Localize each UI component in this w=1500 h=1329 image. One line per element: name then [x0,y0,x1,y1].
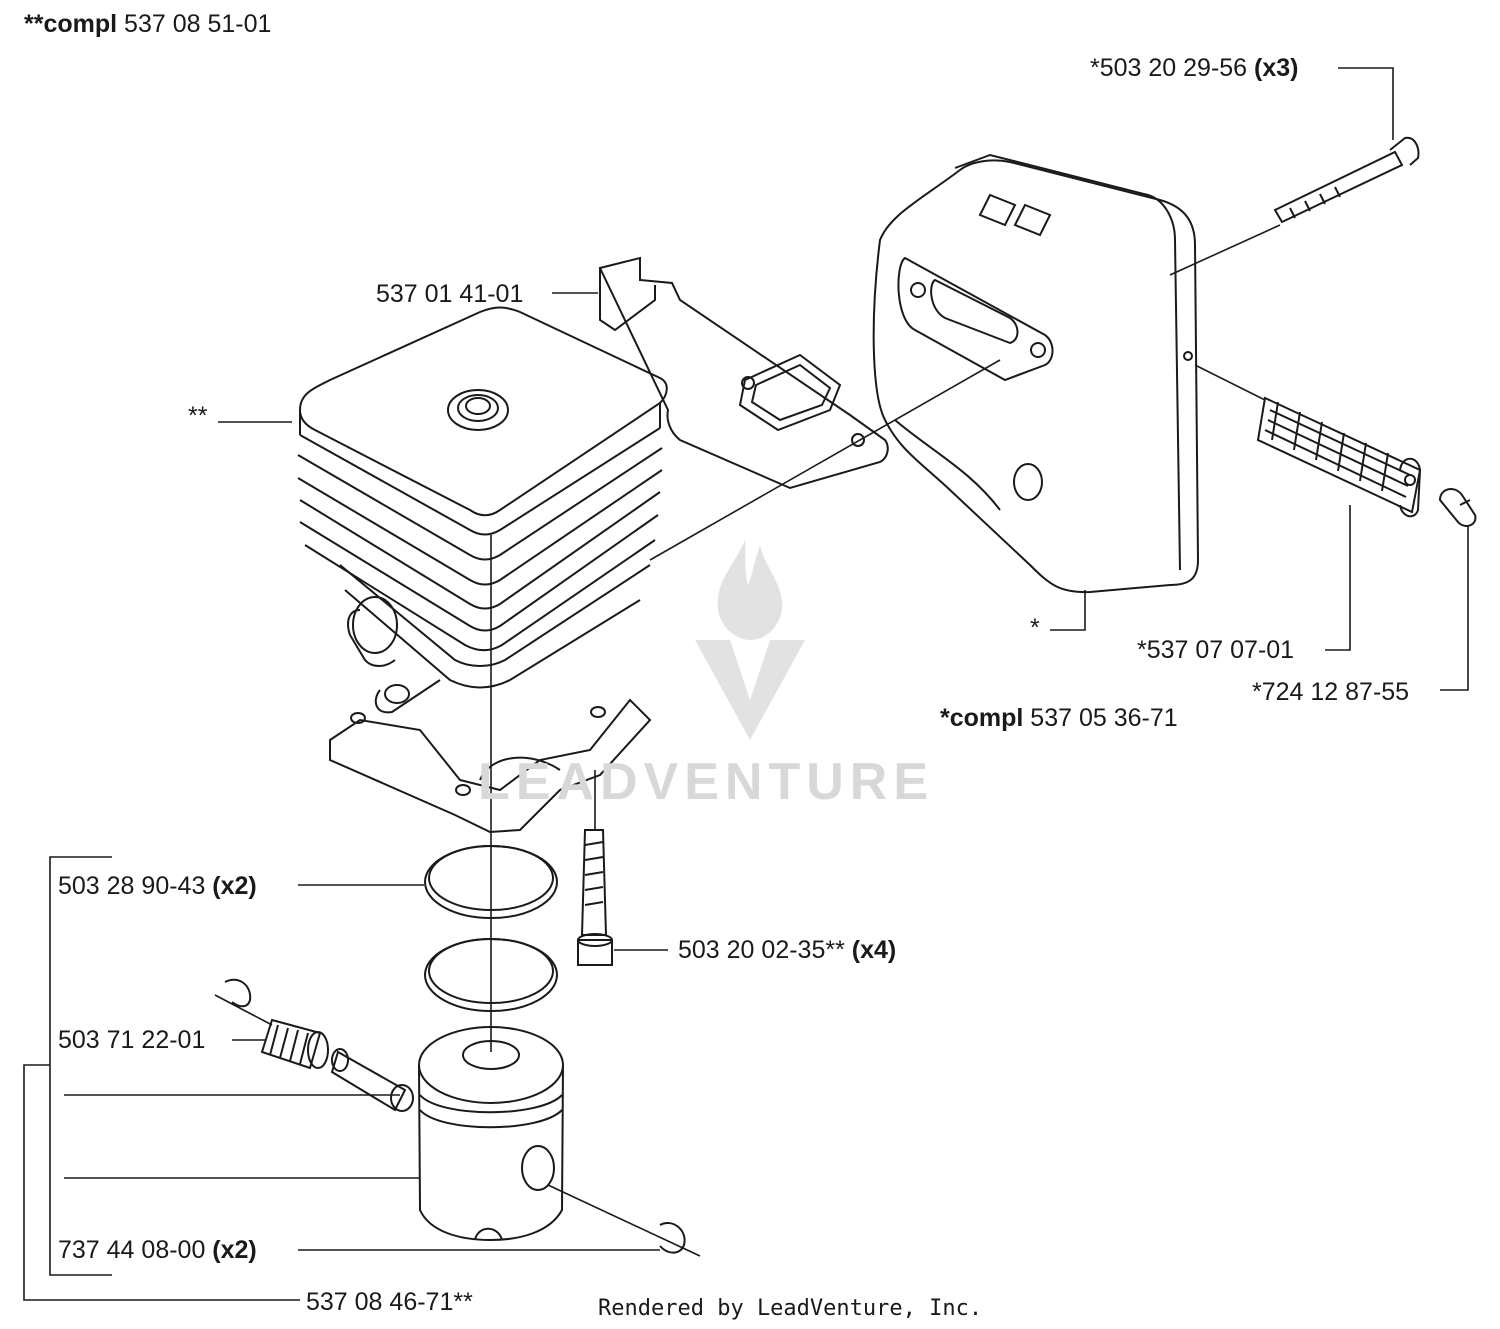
label-muffler-marker: * [1030,614,1040,642]
cylinder-bolt-drawing [577,829,613,966]
needle-bearing-drawing [260,1018,329,1070]
label-piston-ring-number: 503 28 90-43 [58,872,213,900]
label-cylinder-kit-bold: compl [43,10,118,38]
leader-lines [23,67,1469,1301]
label-muffler-kit-number: 537 05 36-71 [1023,704,1178,732]
footer-credit: Rendered by LeadVenture, Inc. [598,1296,983,1321]
cylinder-drawing [297,306,668,834]
label-cylinder-screw[interactable]: 503 20 02-35** (x4) [678,936,896,964]
label-circlip-number: 737 44 08-00 [58,1236,213,1264]
label-circlip-qty: (x2) [212,1236,257,1264]
label-muffler-screw-number: *503 20 29-56 [1090,54,1255,82]
label-circlip[interactable]: 737 44 08-00 (x2) [58,1236,257,1264]
label-cylinder-kit-prefix: ** [24,10,44,38]
label-screen-screw[interactable]: *724 12 87-55 [1252,678,1410,706]
label-spark-screen[interactable]: *537 07 07-01 [1137,636,1295,664]
axis-lines [214,224,1281,1257]
label-muffler-screw[interactable]: *503 20 29-56 (x3) [1090,54,1299,82]
piston-pin-drawing [330,1048,414,1112]
label-needle-bearing[interactable]: 503 71 22-01 [58,1026,206,1054]
label-piston-ring-qty: (x2) [212,872,257,900]
piston-drawing [418,1026,564,1242]
label-muffler-kit-bold: compl [949,704,1024,732]
watermark-text: LEADVENTURE [478,753,935,811]
label-gasket[interactable]: 537 01 41-01 [376,280,524,308]
label-cylinder-screw-qty: (x4) [851,936,897,964]
screen-screw-drawing [1438,488,1477,527]
label-piston-kit[interactable]: 537 08 46-71** [306,1288,473,1316]
spark-screen-drawing [1256,396,1422,518]
muffler-drawing [872,153,1200,594]
watermark-logo [695,540,805,740]
label-cylinder-kit-number: 537 08 51-01 [117,10,272,38]
label-cylinder-kit[interactable]: **compl 537 08 51-01 [24,10,271,38]
muffler-screw-drawing [1273,136,1420,224]
label-muffler-screw-qty: (x3) [1254,54,1299,82]
gasket-drawing [598,256,889,490]
label-cylinder-marker: ** [188,402,208,430]
label-muffler-kit-prefix: * [940,704,950,732]
label-muffler-kit[interactable]: *compl 537 05 36-71 [940,704,1178,732]
label-piston-ring[interactable]: 503 28 90-43 (x2) [58,872,257,900]
circlips-drawing [224,978,686,1254]
label-cylinder-screw-number: 503 20 02-35** [678,936,852,964]
